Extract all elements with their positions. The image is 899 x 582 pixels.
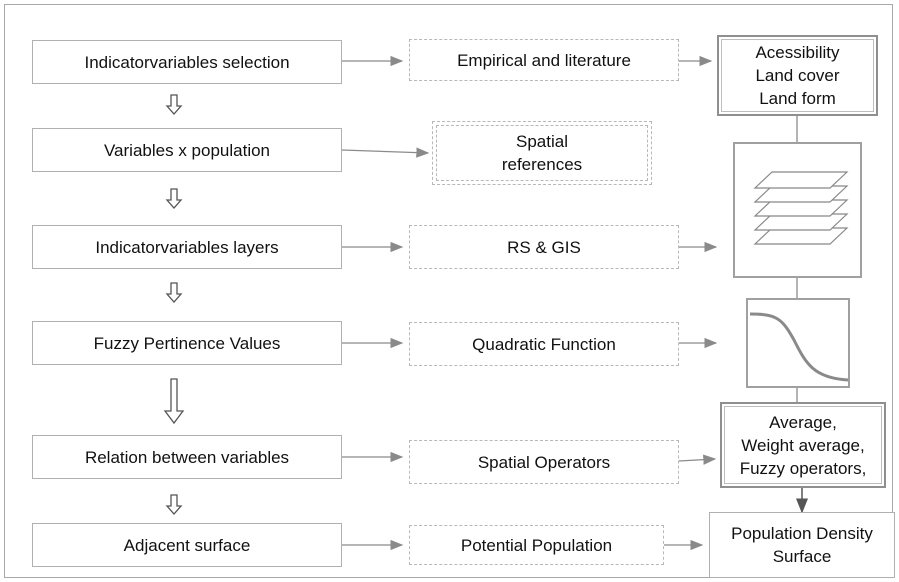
method-label-4: Quadratic Function [472,334,616,354]
method-box-4: Quadratic Function [409,322,679,366]
step-box-6: Adjacent surface [32,523,342,567]
method-box-6: Potential Population [409,525,664,565]
operators-box: Average, Weight average, Fuzzy operators… [720,402,886,488]
operator-weight-average: Weight average, [741,435,865,455]
result-box: Population Density Surface [709,512,895,578]
connector-2 [341,147,430,158]
decreasing-curve-icon [746,298,850,388]
method-box-2: Spatial references [432,121,652,185]
down-arrow-icon-5 [165,494,183,515]
result-line-2: Surface [772,547,832,566]
operator-fuzzy: Fuzzy operators, [739,458,867,478]
result-line-1: Population Density [731,524,873,543]
diagram-frame [4,4,893,578]
step-label-1: Indicatorvariables selection [84,52,290,72]
method-label-2b: references [501,155,583,174]
operator-average: Average, [769,412,837,432]
method-box-5: Spatial Operators [409,440,679,484]
method-label-3: RS & GIS [507,237,581,257]
variable-land-form: Land form [759,89,836,108]
variable-land-cover: Land cover [755,66,840,85]
down-arrow-icon-1 [165,94,183,115]
down-arrow-icon-3 [165,282,183,303]
step-label-6: Adjacent surface [123,535,251,555]
method-label-2a: Spatial [516,132,568,151]
step-label-4: Fuzzy Pertinence Values [93,333,281,353]
down-arrow-icon-4 [163,378,185,425]
step-label-2: Variables x population [103,140,270,160]
method-box-3: RS & GIS [409,225,679,269]
step-box-2: Variables x population [32,128,342,172]
variables-box: Acessibility Land cover Land form [717,35,878,116]
method-label-5: Spatial Operators [477,452,611,472]
step-box-3: Indicatorvariables layers [32,225,342,269]
stacked-layers-icon [733,142,862,278]
step-box-5: Relation between variables [32,435,342,479]
step-label-5: Relation between variables [84,447,290,467]
step-box-4: Fuzzy Pertinence Values [32,321,342,365]
step-box-1: Indicatorvariables selection [32,40,342,84]
step-label-3: Indicatorvariables layers [95,237,279,257]
connector-5b [678,454,717,465]
variable-accessibility: Acessibility [755,43,840,62]
method-label-1: Empirical and literature [457,50,631,70]
method-label-6: Potential Population [460,535,613,555]
method-box-1: Empirical and literature [409,39,679,81]
down-arrow-icon-2 [165,188,183,209]
